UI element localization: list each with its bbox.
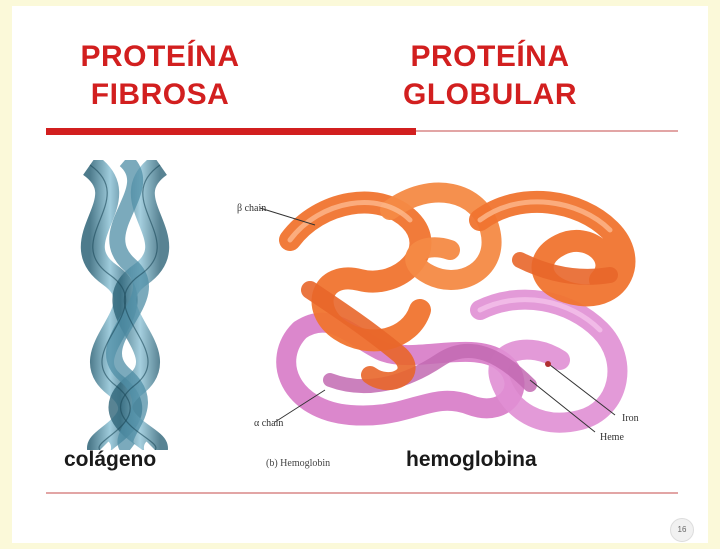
caption-collagen: colágeno [64, 448, 156, 472]
page-number: 16 [670, 518, 694, 542]
hemoglobin-structure-image [230, 180, 670, 450]
title-underline-red [46, 128, 416, 135]
caption-hemoglobin: hemoglobina [406, 448, 537, 472]
title-underline-thin [416, 130, 678, 132]
heme-label: Heme [600, 432, 624, 443]
beta-chain-label: β chain [237, 203, 266, 214]
iron-label: Iron [622, 413, 639, 424]
figure-reference: (b) Hemoglobin [266, 458, 330, 469]
bottom-divider [46, 492, 678, 494]
alpha-chain-label: α chain [254, 418, 283, 429]
collagen-triple-helix-image [70, 160, 190, 450]
